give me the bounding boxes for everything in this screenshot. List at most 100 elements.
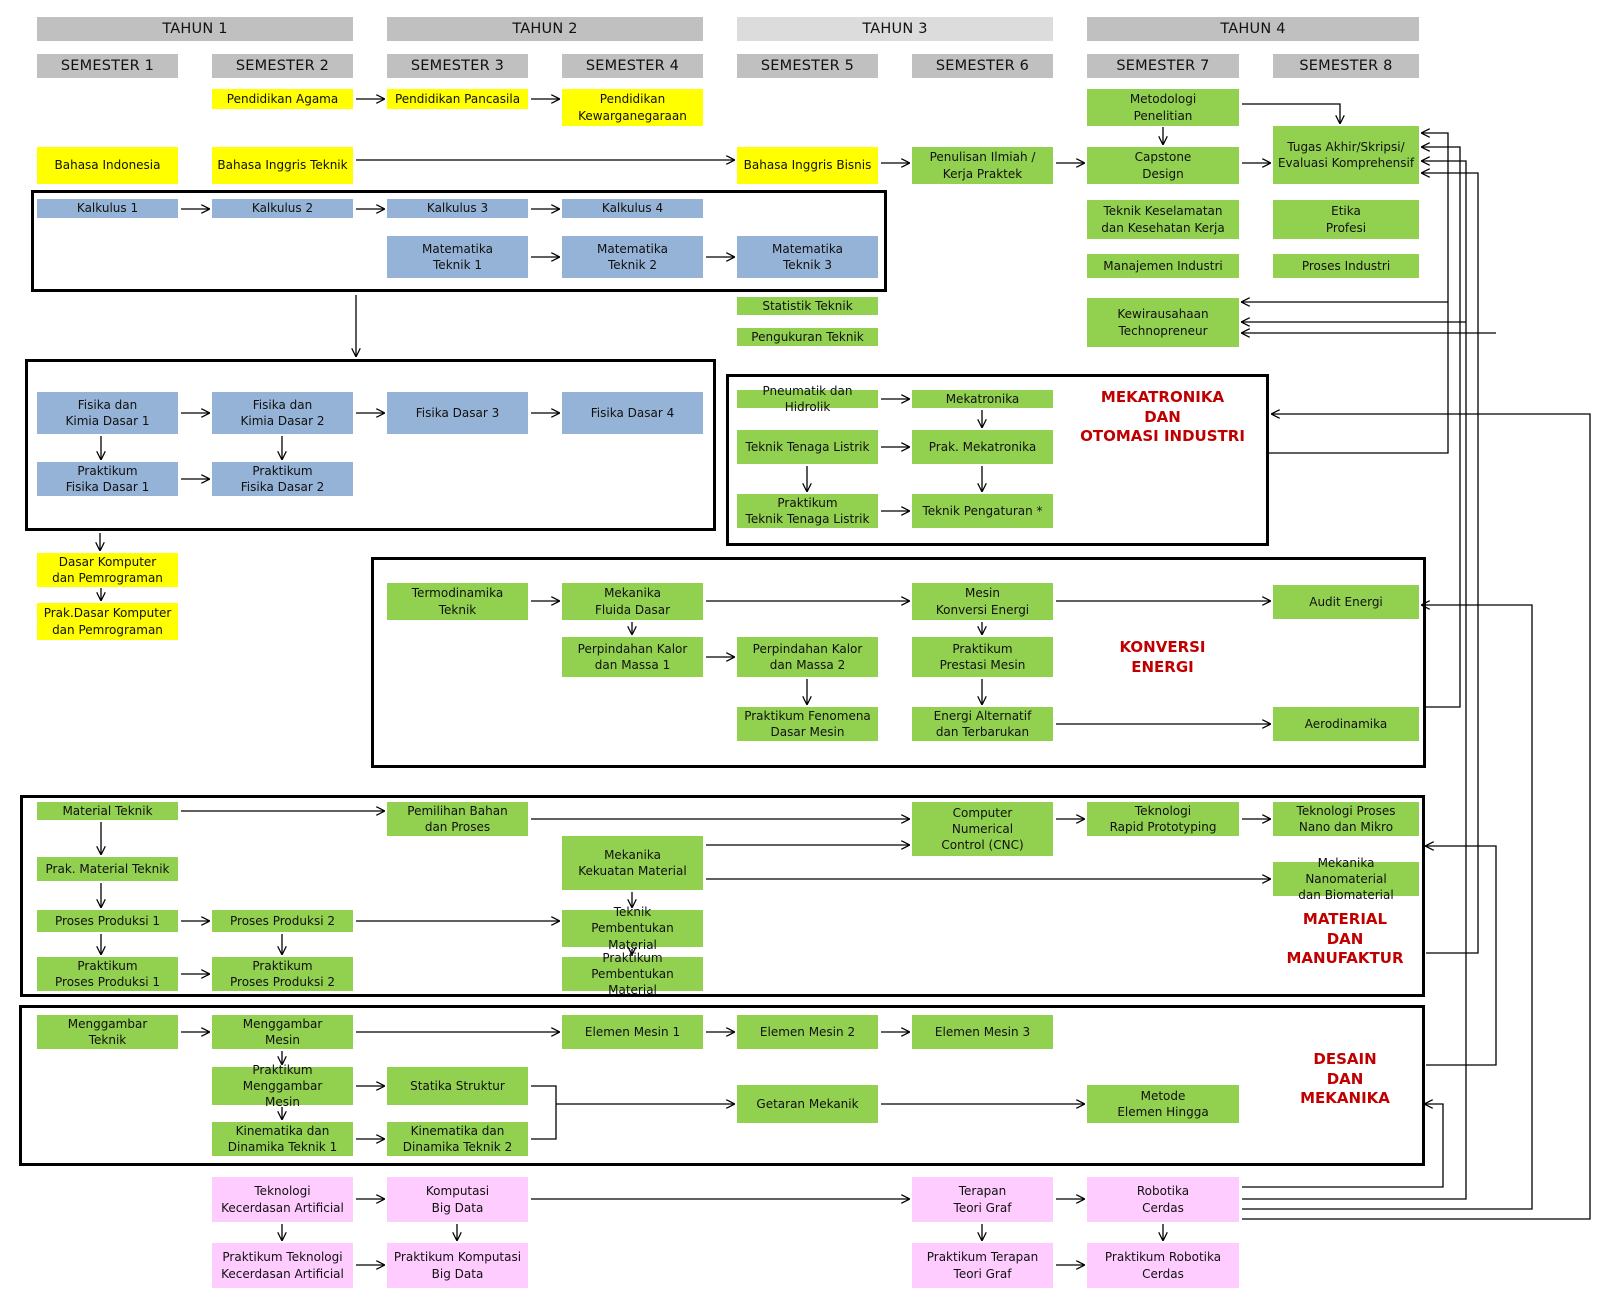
course-pneumatik-hidrolik: Pneumatik dan Hidrolik: [737, 384, 878, 414]
connector-arrow-73: [1242, 1104, 1444, 1188]
course-fisika-dasar-4: Fisika Dasar 4: [562, 392, 703, 434]
semester-header-6: SEMESTER 6: [912, 54, 1053, 78]
course-penulisan-ilmiah: Penulisan Ilmiah / Kerja Praktek: [912, 147, 1053, 184]
connector-arrow-8: [1242, 103, 1340, 123]
course-prak-mekatronika: Prak. Mekatronika: [912, 430, 1053, 464]
course-keselamatan-kesehatan-kerja: Teknik Keselamatan dan Kesehatan Kerja: [1087, 200, 1239, 239]
course-tugas-akhir: Tugas Akhir/Skripsi/ Evaluasi Komprehens…: [1273, 126, 1419, 184]
course-etika-profesi: Etika Profesi: [1273, 200, 1419, 239]
group-mekatronika-frame: [726, 374, 1269, 546]
semester-header-5: SEMESTER 5: [737, 54, 878, 78]
course-cnc: Computer Numerical Control (CNC): [912, 802, 1053, 856]
course-bahasa-inggris-teknik: Bahasa Inggris Teknik: [212, 147, 353, 184]
course-komputasi-big-data: Komputasi Big Data: [387, 1177, 528, 1222]
course-teknologi-nano-mikro: Teknologi Proses Nano dan Mikro: [1273, 802, 1419, 836]
course-menggambar-mesin: Menggambar Mesin: [212, 1015, 353, 1049]
course-elemen-mesin-3: Elemen Mesin 3: [912, 1015, 1053, 1049]
year-header-4: TAHUN 4: [1087, 17, 1419, 41]
course-proses-industri: Proses Industri: [1273, 254, 1419, 278]
course-proses-produksi-1: Proses Produksi 1: [37, 910, 178, 932]
course-energi-alternatif: Energi Alternatif dan Terbarukan: [912, 707, 1053, 741]
course-praktikum-pembentukan-material: Praktikum Pembentukan Material: [562, 951, 703, 997]
semester-header-8: SEMESTER 8: [1273, 54, 1419, 78]
course-prak-dasar-komputer: Prak.Dasar Komputer dan Pemrograman: [37, 603, 178, 640]
connector-arrow-74: [1242, 161, 1467, 1200]
year-header-2: TAHUN 2: [387, 17, 703, 41]
course-kalkulus-4: Kalkulus 4: [562, 199, 703, 218]
semester-header-2: SEMESTER 2: [212, 54, 353, 78]
course-kewirausahaan: Kewirausahaan Technopreneur: [1087, 298, 1239, 347]
group-label-material: MATERIAL DAN MANUFAKTUR: [1286, 910, 1404, 967]
course-pendidikan-agama: Pendidikan Agama: [212, 89, 353, 109]
course-kinematika-dinamika-2: Kinematika dan Dinamika Teknik 2: [387, 1122, 528, 1156]
course-elemen-mesin-2: Elemen Mesin 2: [737, 1015, 878, 1049]
course-statika-struktur: Statika Struktur: [387, 1067, 528, 1105]
course-getaran-mekanik: Getaran Mekanik: [737, 1085, 878, 1123]
semester-header-3: SEMESTER 3: [387, 54, 528, 78]
connector-arrow-78: [1422, 147, 1461, 708]
course-praktikum-fisika-dasar-2: Praktikum Fisika Dasar 2: [212, 462, 353, 496]
course-termodinamika-teknik: Termodinamika Teknik: [387, 583, 528, 620]
course-bahasa-indonesia: Bahasa Indonesia: [37, 147, 178, 184]
connector-arrow-81: [1269, 133, 1449, 454]
course-robotika-cerdas: Robotika Cerdas: [1087, 1177, 1239, 1222]
course-fisika-dasar-3: Fisika Dasar 3: [387, 392, 528, 434]
course-elemen-mesin-1: Elemen Mesin 1: [562, 1015, 703, 1049]
course-mesin-konversi-energi: Mesin Konversi Energi: [912, 583, 1053, 620]
course-mekanika-kekuatan-material: Mekanika Kekuatan Material: [562, 836, 703, 890]
course-praktikum-fenomena-dasar-mesin: Praktikum Fenomena Dasar Mesin: [737, 707, 878, 741]
course-pendidikan-pancasila: Pendidikan Pancasila: [387, 89, 528, 109]
course-terapan-teori-graf: Terapan Teori Graf: [912, 1177, 1053, 1222]
year-header-3: TAHUN 3: [737, 17, 1053, 41]
year-header-1: TAHUN 1: [37, 17, 353, 41]
course-matematika-teknik-1: Matematika Teknik 1: [387, 236, 528, 278]
course-menggambar-teknik: Menggambar Teknik: [37, 1015, 178, 1049]
course-praktikum-proses-produksi-1: Praktikum Proses Produksi 1: [37, 957, 178, 991]
course-statistik-teknik: Statistik Teknik: [737, 297, 878, 315]
course-bahasa-inggris-bisnis: Bahasa Inggris Bisnis: [737, 147, 878, 184]
course-perpindahan-kalor-1: Perpindahan Kalor dan Massa 1: [562, 637, 703, 677]
course-kalkulus-2: Kalkulus 2: [212, 199, 353, 218]
course-praktikum-prestasi-mesin: Praktikum Prestasi Mesin: [912, 637, 1053, 677]
group-label-konversi: KONVERSI ENERGI: [1119, 638, 1206, 676]
course-aerodinamika: Aerodinamika: [1273, 707, 1419, 741]
course-perpindahan-kalor-2: Perpindahan Kalor dan Massa 2: [737, 637, 878, 677]
group-label-mekatronika: MEKATRONIKA DAN OTOMASI INDUSTRI: [1080, 388, 1245, 445]
connector-arrow-76: [1242, 414, 1591, 1220]
course-kalkulus-3: Kalkulus 3: [387, 199, 528, 218]
course-pemilihan-bahan: Pemilihan Bahan dan Proses: [387, 802, 528, 836]
course-manajemen-industri: Manajemen Industri: [1087, 254, 1239, 278]
course-rapid-prototyping: Teknologi Rapid Prototyping: [1087, 802, 1239, 836]
course-teknik-pembentukan-material: Teknik Pembentukan Material: [562, 905, 703, 952]
semester-header-4: SEMESTER 4: [562, 54, 703, 78]
course-dasar-komputer: Dasar Komputer dan Pemrograman: [37, 553, 178, 587]
course-metode-elemen-hingga: Metode Elemen Hingga: [1087, 1085, 1239, 1123]
course-matematika-teknik-3: Matematika Teknik 3: [737, 236, 878, 278]
course-pengukuran-teknik: Pengukuran Teknik: [737, 328, 878, 346]
course-material-teknik: Material Teknik: [37, 802, 178, 820]
course-teknik-pengaturan: Teknik Pengaturan *: [912, 494, 1053, 528]
course-matematika-teknik-2: Matematika Teknik 2: [562, 236, 703, 278]
connector-arrow-79: [1422, 173, 1479, 954]
semester-header-1: SEMESTER 1: [37, 54, 178, 78]
course-kalkulus-1: Kalkulus 1: [37, 199, 178, 218]
course-fisika-kimia-dasar-2: Fisika dan Kimia Dasar 2: [212, 392, 353, 434]
course-mekatronika: Mekatronika: [912, 390, 1053, 408]
connector-arrow-80: [1426, 846, 1497, 1066]
course-praktikum-teknologi-kecerdasan-artificial: Praktikum Teknologi Kecerdasan Artificia…: [212, 1243, 353, 1288]
course-praktikum-proses-produksi-2: Praktikum Proses Produksi 2: [212, 957, 353, 991]
group-konversi-frame: [371, 557, 1426, 768]
group-desain-frame: [19, 1005, 1425, 1166]
group-material-frame: [20, 795, 1425, 997]
course-fisika-kimia-dasar-1: Fisika dan Kimia Dasar 1: [37, 392, 178, 434]
course-praktikum-teknik-tenaga-listrik: Praktikum Teknik Tenaga Listrik: [737, 494, 878, 528]
group-math-frame: [31, 190, 887, 292]
course-kinematika-dinamika-1: Kinematika dan Dinamika Teknik 1: [212, 1122, 353, 1156]
course-pendidikan-kewarganegaraan: Pendidikan Kewarganegaraan: [562, 89, 703, 126]
course-mekanika-fluida-dasar: Mekanika Fluida Dasar: [562, 583, 703, 620]
course-mekanika-nanomaterial: Mekanika Nanomaterial dan Biomaterial: [1273, 856, 1419, 902]
connector-arrow-75: [1242, 605, 1533, 1210]
course-prak-material-teknik: Prak. Material Teknik: [37, 857, 178, 881]
connector-arrow-61: [531, 1085, 557, 1140]
